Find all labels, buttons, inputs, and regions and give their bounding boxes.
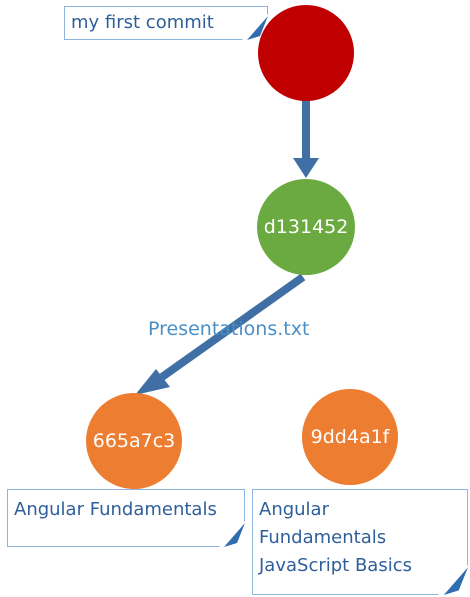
note-angular-right: Angular Fundamentals JavaScript Basics bbox=[252, 489, 468, 595]
note-angular-right-line-3: JavaScript Basics bbox=[259, 555, 412, 576]
folded-corner-icon bbox=[219, 521, 245, 547]
folded-corner-icon bbox=[438, 565, 468, 595]
commit-node-d131452[interactable]: d131452 bbox=[257, 179, 355, 275]
root-commit-node[interactable] bbox=[258, 5, 354, 101]
note-angular-left-text: Angular Fundamentals bbox=[14, 499, 217, 520]
arrow-d131452-to-665a7c3 bbox=[135, 273, 306, 395]
arrow-root-to-d131452 bbox=[293, 96, 319, 178]
commit-label-d131452: d131452 bbox=[263, 216, 349, 238]
commit-node-665a7c3[interactable]: 665a7c3 bbox=[86, 393, 182, 489]
commit-node-9dd4a1f[interactable]: 9dd4a1f bbox=[302, 389, 398, 485]
note-first-commit-text: my first commit bbox=[71, 12, 214, 33]
edge-label-presentations: Presentations.txt bbox=[148, 318, 310, 340]
note-angular-right-line-1: Angular bbox=[259, 499, 329, 520]
commit-label-665a7c3: 665a7c3 bbox=[92, 430, 176, 452]
note-angular-left: Angular Fundamentals bbox=[7, 489, 245, 547]
note-angular-right-line-2: Fundamentals bbox=[259, 527, 387, 548]
note-first-commit: my first commit bbox=[64, 6, 268, 40]
commit-label-9dd4a1f: 9dd4a1f bbox=[310, 426, 390, 448]
